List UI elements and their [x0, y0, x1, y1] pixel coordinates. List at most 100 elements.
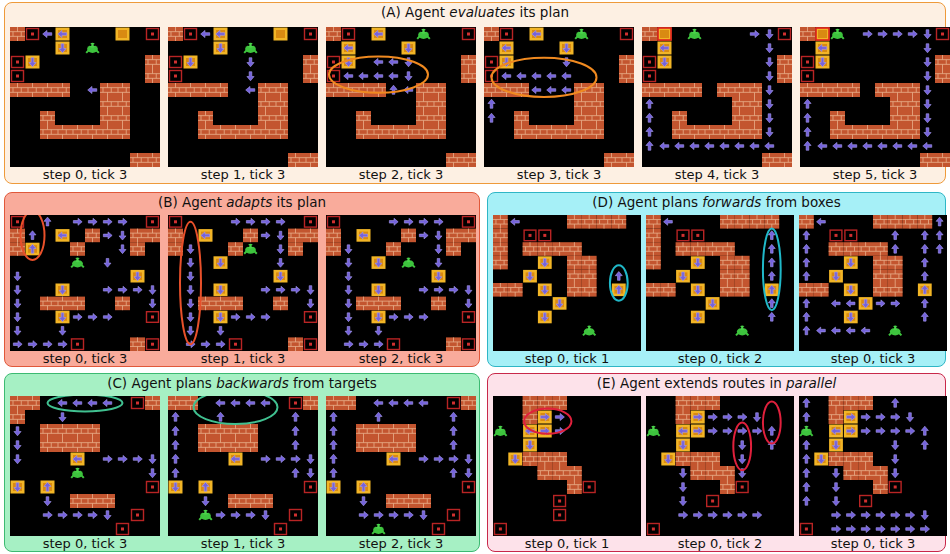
box-inner	[201, 232, 210, 240]
plan-arrow	[58, 511, 67, 518]
wall-mortar	[326, 396, 341, 410]
box	[274, 270, 288, 283]
wall-mortar	[917, 215, 932, 229]
wall-mortar	[386, 494, 401, 508]
plan-arrow	[73, 399, 82, 406]
plan-arrow	[374, 511, 383, 518]
wall-mortar	[702, 125, 717, 139]
box	[816, 28, 830, 41]
wall-brick	[100, 83, 115, 97]
wall-mortar	[40, 125, 55, 139]
wall-brick	[732, 83, 747, 97]
wall-mortar	[537, 452, 552, 466]
wall-brick	[213, 424, 228, 438]
wall-mortar	[920, 153, 935, 167]
plan-arrow	[892, 231, 899, 240]
wall-mortar	[70, 125, 85, 139]
grid-background	[168, 215, 318, 351]
plan-arrow	[924, 128, 931, 137]
plan-arrow	[103, 455, 112, 462]
grid-frame: step 2, tick 3	[326, 27, 476, 183]
plan-arrow	[172, 483, 179, 492]
grid-cells	[494, 396, 595, 535]
grid-cells	[647, 396, 775, 535]
plan-arrow	[766, 44, 773, 53]
plan-arrow	[419, 286, 428, 293]
panel-title: (B) Agent adapts its plan	[5, 193, 479, 212]
plan-arrow	[766, 128, 773, 137]
box-inner	[216, 30, 225, 38]
plan-arrow	[14, 272, 21, 281]
box-inner	[58, 232, 67, 240]
wall-mortar	[356, 83, 371, 97]
plan-arrow	[876, 525, 885, 532]
target	[448, 510, 460, 521]
wall-mortar	[597, 215, 612, 229]
plan-arrow	[450, 440, 457, 449]
target	[230, 339, 242, 350]
plan-arrow	[921, 258, 928, 267]
wall-brick	[888, 256, 903, 270]
wall-brick	[858, 396, 873, 410]
wall-brick	[705, 466, 720, 480]
wall-brick	[672, 83, 687, 97]
box	[229, 453, 243, 466]
wall-brick	[890, 83, 905, 97]
plan-arrow	[861, 525, 870, 532]
sokoban-grid	[493, 396, 641, 536]
box	[214, 311, 228, 324]
target-dot	[652, 528, 655, 531]
target-dot	[76, 343, 79, 346]
wall-mortar	[416, 111, 431, 125]
box	[342, 42, 356, 55]
box	[553, 297, 567, 310]
target	[486, 57, 498, 68]
wall-brick	[720, 215, 735, 229]
plan-arrow	[276, 286, 285, 293]
plan-arrow	[803, 272, 810, 281]
title-word: Agent	[131, 375, 175, 391]
wall-mortar	[55, 424, 70, 438]
wall-brick	[484, 27, 499, 41]
wall-mortar	[70, 297, 85, 311]
wall-mortar	[845, 125, 860, 139]
grid-frame: step 0, tick 3	[10, 215, 160, 367]
box-inner	[374, 30, 383, 38]
plan-arrow	[891, 511, 900, 518]
box-inner	[846, 259, 855, 267]
plan-arrow	[679, 511, 688, 518]
wall-brick	[920, 153, 935, 167]
wall-brick	[747, 125, 762, 139]
sokoban-grid	[10, 396, 160, 536]
box	[56, 311, 70, 324]
wall-mortar	[717, 83, 732, 97]
wall-mortar	[273, 83, 288, 97]
plan-arrow	[739, 455, 746, 464]
wall-brick	[416, 111, 431, 125]
wall-mortar	[589, 125, 604, 139]
plan-arrow	[419, 455, 428, 462]
wall-mortar	[672, 111, 687, 125]
highlight-ellipse	[610, 265, 628, 300]
panel-title: (A) Agent evaluates its plan	[5, 3, 945, 22]
wall-brick	[552, 466, 567, 480]
box	[706, 297, 720, 310]
wall-brick	[70, 438, 85, 452]
sokoban-grid	[493, 215, 641, 351]
title-word: evaluates	[449, 4, 519, 20]
target	[554, 510, 566, 521]
wall-mortar	[446, 337, 461, 351]
agent-eye	[406, 259, 408, 261]
plan-arrow	[231, 511, 240, 518]
plan-arrow	[172, 468, 179, 477]
plan-arrow	[277, 258, 284, 267]
plan-arrow	[217, 258, 224, 267]
plan-arrow	[646, 113, 653, 122]
target-dot	[543, 234, 546, 237]
wall-brick	[115, 83, 130, 97]
plan-arrow	[832, 483, 839, 492]
box	[676, 425, 690, 438]
wall-brick	[258, 111, 273, 125]
target	[779, 29, 791, 40]
title-word: plan	[540, 4, 569, 20]
